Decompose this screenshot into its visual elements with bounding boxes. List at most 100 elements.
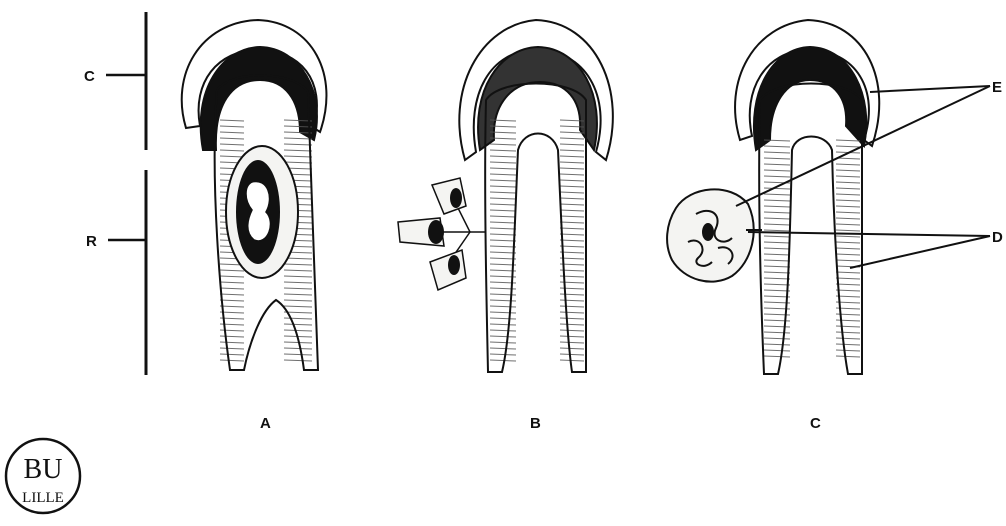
striation-line xyxy=(764,248,790,249)
striation-line xyxy=(764,176,790,177)
striation-line xyxy=(490,216,516,217)
striation-line xyxy=(220,270,244,271)
striation-line xyxy=(490,222,516,223)
striation-line xyxy=(284,306,312,307)
striation-line xyxy=(836,320,860,321)
striation-line xyxy=(560,354,584,355)
striation-line xyxy=(836,350,860,351)
striation-line xyxy=(284,300,312,301)
striation-line xyxy=(560,288,584,289)
striation-line xyxy=(560,192,584,193)
striation-line xyxy=(220,120,244,121)
panel-a: A xyxy=(182,20,327,432)
striation-line xyxy=(560,174,584,175)
callout-d-line-mass xyxy=(748,232,990,236)
striation-line xyxy=(560,234,584,235)
striation-line xyxy=(490,204,516,205)
striation-line xyxy=(836,188,860,189)
striation-line xyxy=(764,158,790,159)
striation-line xyxy=(284,324,312,325)
striation-line xyxy=(836,290,860,291)
striation-line xyxy=(764,290,790,291)
striation-line xyxy=(560,180,584,181)
striation-line xyxy=(836,338,860,339)
striation-line xyxy=(764,218,790,219)
striation-line xyxy=(764,164,790,165)
striation-line xyxy=(560,246,584,247)
striation-line xyxy=(764,200,790,201)
striation-line xyxy=(490,144,516,145)
panel-c-hatching xyxy=(764,140,860,357)
striation-line xyxy=(836,176,860,177)
striation-line xyxy=(836,140,860,141)
striation-line xyxy=(764,194,790,195)
striation-line xyxy=(764,152,790,153)
striation-line xyxy=(764,224,790,225)
striation-line xyxy=(220,156,244,157)
striation-line xyxy=(220,276,244,277)
striation-line xyxy=(490,336,516,337)
striation-line xyxy=(836,170,860,171)
striation-line xyxy=(560,204,584,205)
striation-line xyxy=(220,300,244,301)
striation-line xyxy=(560,222,584,223)
striation-line xyxy=(764,206,790,207)
striation-line xyxy=(560,342,584,343)
striation-line xyxy=(560,300,584,301)
scale-label-upper: C xyxy=(84,68,95,85)
striation-line xyxy=(220,294,244,295)
striation-line xyxy=(490,228,516,229)
striation-line xyxy=(490,174,516,175)
striation-line xyxy=(560,330,584,331)
panel-b-hatching xyxy=(490,120,584,361)
striation-line xyxy=(490,156,516,157)
striation-line xyxy=(836,278,860,279)
striation-line xyxy=(560,336,584,337)
striation-line xyxy=(284,270,312,271)
panel-c: C xyxy=(667,20,879,432)
striation-line xyxy=(220,360,244,361)
striation-line xyxy=(284,162,312,163)
panel-a-caption: A xyxy=(260,415,271,432)
striation-line xyxy=(560,240,584,241)
library-stamp: BU LILLE xyxy=(6,439,80,513)
striation-line xyxy=(836,194,860,195)
striation-line xyxy=(764,260,790,261)
striation-line xyxy=(764,230,790,231)
striation-line xyxy=(560,318,584,319)
striation-line xyxy=(490,258,516,259)
striation-line xyxy=(284,276,312,277)
striation-line xyxy=(764,350,790,351)
callout-label-lower: D xyxy=(992,229,1003,246)
striation-line xyxy=(490,252,516,253)
striation-line xyxy=(836,344,860,345)
striation-line xyxy=(764,338,790,339)
striation-line xyxy=(764,278,790,279)
striation-line xyxy=(560,228,584,229)
panel-b-organism-cluster xyxy=(398,178,486,290)
striation-line xyxy=(284,144,312,145)
callout-d-line-body xyxy=(850,236,990,268)
scale-label-lower: R xyxy=(86,233,97,250)
striation-line xyxy=(490,312,516,313)
striation-line xyxy=(560,312,584,313)
striation-line xyxy=(836,236,860,237)
striation-line xyxy=(490,342,516,343)
striation-line xyxy=(560,216,584,217)
striation-line xyxy=(836,230,860,231)
striation-line xyxy=(836,254,860,255)
stamp-line2: LILLE xyxy=(22,490,64,506)
striation-line xyxy=(490,324,516,325)
striation-line xyxy=(560,324,584,325)
striation-line xyxy=(220,138,244,139)
striation-line xyxy=(764,266,790,267)
striation-line xyxy=(284,294,312,295)
striation-line xyxy=(764,212,790,213)
striation-line xyxy=(220,282,244,283)
striation-line xyxy=(560,144,584,145)
striation-line xyxy=(220,132,244,133)
striation-line xyxy=(490,318,516,319)
striation-line xyxy=(490,330,516,331)
striation-line xyxy=(560,294,584,295)
